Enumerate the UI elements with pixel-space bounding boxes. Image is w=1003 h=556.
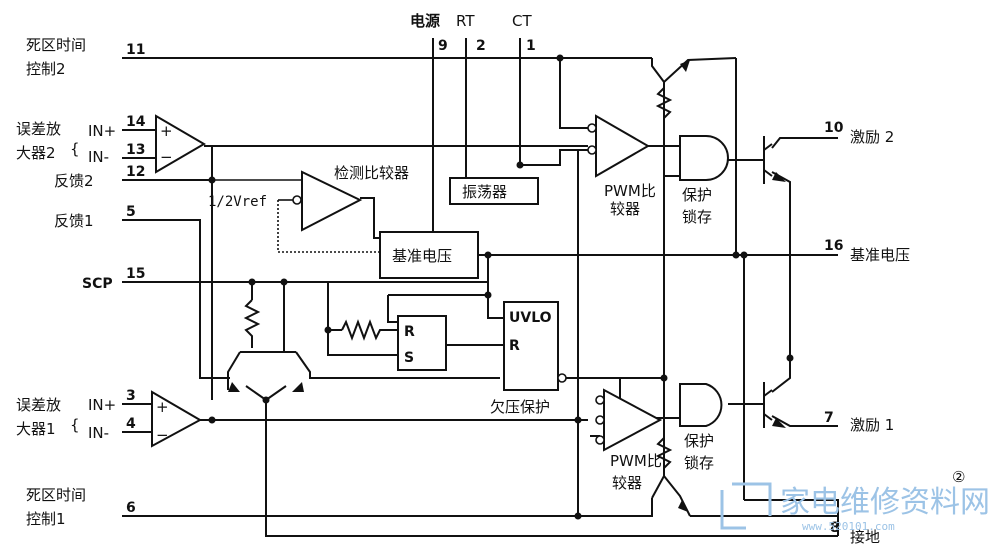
pin-9: 9	[438, 38, 448, 54]
err-amp1-line1: 误差放	[16, 396, 61, 414]
scp-label: SCP	[82, 276, 113, 292]
pin-4: 4	[126, 416, 136, 432]
in-minus-1: IN-	[88, 424, 109, 442]
pin-16: 16	[824, 238, 843, 254]
err-amp2-line1: 误差放	[16, 120, 61, 138]
watermark-text: 家电维修资料网	[780, 485, 990, 520]
svg-text:−: −	[160, 148, 173, 166]
transistor-arrow-top	[680, 60, 690, 72]
block-labels: 检测比较器 1/2Vref 振荡器 基准电压 R S UVLO R 欠压保护 P…	[208, 164, 714, 492]
svg-text:+: +	[160, 122, 173, 140]
protect-latch2-line1: 保护	[682, 186, 712, 204]
pin-5: 5	[126, 204, 136, 220]
watermark-logo-icon	[720, 482, 772, 530]
ref-voltage-out-label: 基准电压	[850, 246, 910, 264]
output-transistor-1	[763, 382, 786, 428]
protect-latch1-line1: 保护	[684, 432, 714, 450]
power-label: 电源	[410, 12, 440, 30]
output-transistor-2	[763, 136, 786, 184]
figure-number: ②	[952, 468, 965, 486]
in-plus-1: IN+	[88, 396, 116, 414]
pin-15: 15	[126, 266, 145, 282]
pin-14: 14	[126, 114, 146, 130]
watermark-url: www.520101.com	[802, 520, 895, 533]
pin-2: 2	[476, 38, 486, 54]
pwm-comparator-2	[587, 114, 651, 178]
uvlo-r-label: R	[509, 338, 520, 354]
pin-10: 10	[824, 120, 844, 136]
protect-latch-gate-2	[679, 135, 729, 181]
error-amplifier-2: + −	[155, 114, 206, 174]
detect-comparator-label: 检测比较器	[334, 164, 409, 182]
latch-s-label: S	[404, 350, 414, 366]
in-minus-2: IN-	[88, 148, 109, 166]
pin-12: 12	[126, 164, 145, 180]
latch-r-label: R	[404, 324, 415, 340]
pin-11: 11	[126, 42, 145, 58]
right-labels: 激励 2 基准电压 激励 1 接地	[850, 128, 910, 546]
pwm-comp2-line2: 较器	[610, 200, 640, 218]
junction-dots	[208, 54, 582, 520]
drive1-label: 激励 1	[850, 416, 894, 434]
detect-comparator-symbol	[292, 170, 363, 232]
pwm-comp2-line1: PWM比	[604, 182, 656, 200]
brace-err-amp1: {	[70, 416, 80, 434]
err-amp1-line2: 大器1	[16, 420, 56, 438]
undervoltage-protect-label: 欠压保护	[490, 398, 550, 416]
drive2-label: 激励 2	[850, 128, 894, 146]
transistor-arrow-bottom	[678, 500, 688, 512]
pin-3: 3	[126, 388, 136, 404]
ref-voltage-block-label: 基准电压	[392, 247, 452, 265]
ground-label: 接地	[850, 528, 880, 546]
error-amplifier-1: + −	[151, 390, 203, 448]
transistor-arrow-right	[292, 382, 304, 392]
svg-text:+: +	[156, 398, 169, 416]
protect-latch1-line2: 锁存	[684, 454, 714, 472]
dead-time-ctrl1-line2: 控制1	[26, 510, 66, 528]
pwm-comp1-line2: 较器	[612, 474, 642, 492]
in-plus-2: IN+	[88, 122, 116, 140]
uvlo-block	[503, 301, 559, 391]
top-labels: 电源 RT CT	[410, 12, 532, 30]
protect-latch2-line2: 锁存	[682, 208, 712, 226]
uvlo-label: UVLO	[509, 310, 552, 326]
protect-latch-gate-1	[679, 383, 723, 427]
wires	[122, 38, 839, 537]
dead-time-ctrl2-line2: 控制2	[26, 60, 66, 78]
transistor-arrow-left	[228, 382, 240, 392]
pin-8: 8	[830, 520, 840, 536]
oscillator-block	[449, 177, 539, 205]
dead-time-ctrl2-line1: 死区时间	[26, 36, 86, 54]
rt-label: RT	[456, 12, 475, 30]
pwm-comp1-line1: PWM比	[610, 452, 662, 470]
pin-6: 6	[126, 500, 136, 516]
watermark: 家电维修资料网 www.520101.com	[720, 482, 990, 533]
dead-time-ctrl1-line1: 死区时间	[26, 486, 86, 504]
rs-latch-block	[397, 315, 447, 371]
svg-text:−: −	[156, 426, 169, 444]
left-labels: 死区时间 控制2 误差放 大器2 IN+ IN- 反馈2 反馈1 SCP 误差放…	[16, 36, 116, 528]
brace-err-amp2: {	[70, 140, 80, 158]
ct-label: CT	[512, 12, 532, 30]
feedback1-label: 反馈1	[54, 212, 94, 230]
pin-7: 7	[824, 410, 834, 426]
feedback2-label: 反馈2	[54, 172, 94, 190]
pwm-comparator-1	[595, 388, 663, 452]
oscillator-label: 振荡器	[462, 183, 507, 201]
err-amp2-line2: 大器2	[16, 144, 56, 162]
pin-1: 1	[526, 38, 536, 54]
pin-numbers: 11 14 13 12 5 15 3 4 6 9 2 1 10 16 7 8	[126, 38, 844, 536]
pin-13: 13	[126, 142, 145, 158]
half-vref-label: 1/2Vref	[208, 194, 267, 210]
reference-voltage-block	[379, 231, 479, 279]
